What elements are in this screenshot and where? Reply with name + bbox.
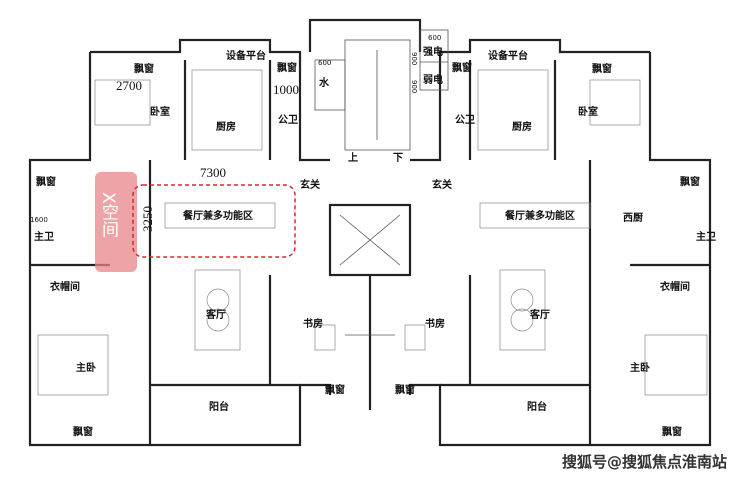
dim-600: 600 — [428, 34, 441, 42]
dim-7300: 7300 — [200, 165, 226, 180]
label-study-left: 书房 — [303, 317, 323, 330]
label-strong-power: 强电 — [423, 45, 443, 58]
label-public-bath-left: 公卫 — [278, 114, 298, 126]
watermark: 搜狐号@搜狐焦点淮南站 — [562, 453, 727, 471]
label-bay-window: 飘窗 — [134, 62, 154, 75]
label-down: 下 — [393, 152, 403, 164]
label-bay-window: 飘窗 — [592, 62, 612, 75]
label-bay-window: 飘窗 — [452, 61, 472, 74]
label-balcony-left: 阳台 — [209, 400, 229, 413]
label-study-right: 书房 — [425, 317, 445, 330]
label-bay-window: 飘窗 — [395, 383, 415, 396]
label-bay-window: 飘窗 — [680, 175, 700, 188]
dim-1000: 1000 — [273, 82, 299, 97]
label-kitchen-right: 厨房 — [512, 120, 532, 133]
label-bay-window: 飘窗 — [73, 425, 93, 438]
dim-900: 900 — [410, 52, 418, 65]
dim-1600: 1600 — [30, 216, 48, 224]
walls — [28, 18, 712, 447]
label-bay-window: 飘窗 — [325, 383, 345, 396]
label-balcony-right: 阳台 — [527, 400, 547, 413]
label-closet-left: 衣帽间 — [50, 280, 80, 293]
label-living-left: 客厅 — [205, 308, 226, 321]
label-master-bedroom-right: 主卧 — [630, 361, 650, 374]
label-master-bath-right: 主卫 — [696, 230, 716, 243]
label-entrance-right: 玄关 — [432, 178, 452, 191]
label-master-bath-left: 主卫 — [34, 230, 54, 243]
label-bay-window: 飘窗 — [36, 175, 56, 188]
label-bedroom-right: 卧室 — [578, 105, 598, 118]
label-bedroom-left: 卧室 — [150, 105, 170, 118]
dim-2700: 2700 — [116, 78, 142, 93]
label-equipment-platform-left: 设备平台 — [226, 49, 266, 62]
label-closet-right: 衣帽间 — [660, 280, 690, 293]
dim-600: 600 — [318, 59, 331, 67]
label-entrance-left: 玄关 — [300, 178, 320, 191]
label-master-bedroom-left: 主卧 — [76, 361, 96, 374]
dining-highlight-box — [132, 184, 296, 258]
label-bay-window: 飘窗 — [662, 425, 682, 438]
x-space-highlight — [95, 172, 137, 272]
label-dining-right: 餐厅兼多功能区 — [504, 209, 575, 222]
label-dining-left: 餐厅兼多功能区 — [182, 209, 253, 222]
dim-900: 900 — [410, 80, 418, 93]
label-kitchen-left: 厨房 — [216, 120, 236, 133]
label-equipment-platform-right: 设备平台 — [488, 49, 528, 62]
label-living-right: 客厅 — [529, 308, 550, 321]
label-public-bath-right: 公卫 — [455, 114, 475, 126]
label-western-kitchen: 西厨 — [623, 212, 643, 224]
dim-3250: 3250 — [140, 206, 155, 232]
label-bay-window: 飘窗 — [277, 61, 297, 74]
label-weak-power: 弱电 — [423, 73, 443, 86]
label-up: 上 — [348, 151, 358, 164]
furniture — [37, 69, 708, 396]
label-water: 水 — [318, 76, 330, 89]
label-x-space: X空间 — [98, 192, 118, 239]
